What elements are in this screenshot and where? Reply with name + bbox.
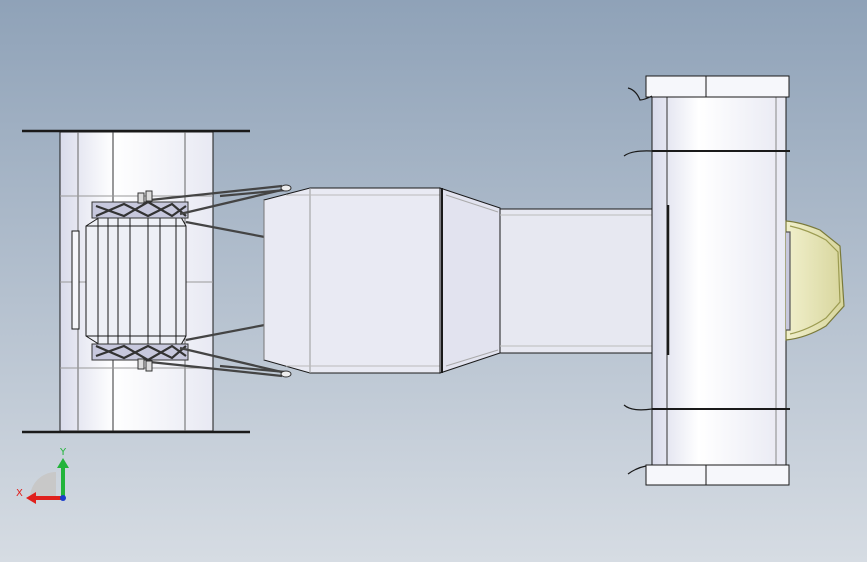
hub-plate: [71, 230, 80, 330]
truss-top[interactable]: [91, 184, 292, 240]
duct-pipe[interactable]: [499, 208, 671, 354]
top-end-flange: [645, 75, 790, 98]
nozzle-cap[interactable]: [785, 220, 845, 341]
z-axis-dot: [60, 495, 66, 501]
y-axis-arrowhead: [57, 458, 69, 468]
cable-hooks: [623, 87, 653, 475]
x-axis-label: X: [16, 488, 23, 499]
reducer-section[interactable]: [439, 187, 501, 374]
x-axis-arrowhead: [26, 492, 36, 504]
triad-quarter-disc: [30, 472, 56, 498]
test-chamber[interactable]: [645, 75, 790, 486]
fan-ring-frame[interactable]: [85, 211, 187, 351]
transition-cone[interactable]: [263, 187, 441, 374]
y-axis-label: Y: [59, 447, 67, 458]
bottom-end-flange: [645, 464, 790, 486]
axis-triad: Y X: [16, 447, 69, 504]
